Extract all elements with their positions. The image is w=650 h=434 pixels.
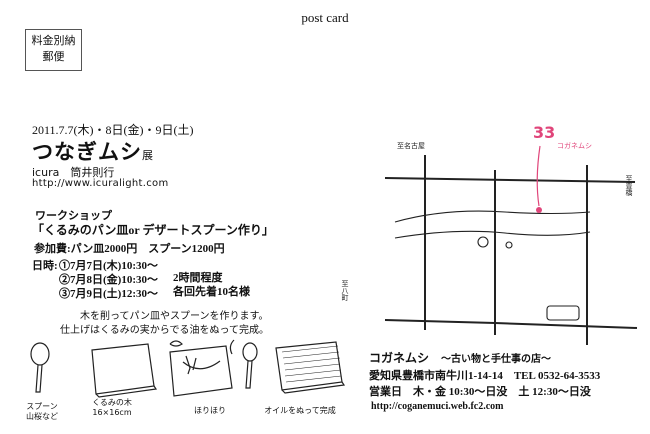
map-shop-marker-icon [536,207,542,213]
schedule-item-3: ③7月9日(土)12:30～ [59,288,158,300]
map-label-left: 至八町 [341,280,349,301]
postage-stamp-box: 料金別納 郵便 [25,29,82,71]
step-3-caption-line-1: ほりほり [194,406,226,415]
map-signal-icon [505,241,513,249]
stamp-line-1: 料金別納 [31,35,76,47]
map-shop-box [546,305,580,321]
schedule-item-2: ②7月8日(金)10:30～ [59,274,158,286]
spoon-icon [30,342,50,393]
step-1-caption-line-1: スプーン [26,402,58,411]
step-caption-4: オイルをぬって完成 [260,406,340,416]
walnut-board-icon [91,343,158,398]
schedule-label: 日時: [32,260,58,272]
shop-name: コガネムシ ～古い物と手仕事の店～ [369,349,551,366]
workshop-illustrations [30,339,346,398]
oiled-board-icon [275,341,346,394]
map-label-right: 至豊橋 [625,175,633,197]
step-caption-1: スプーン 山桜など [22,402,62,422]
shop-address: 愛知県豊橋市南牛川1-14-14 TEL 0532-64-3533 [369,370,601,382]
carving-board-icon [169,340,233,397]
workshop-title: 「くるみのパン皿or デザートスプーン作り」 [32,223,274,237]
workshop-duration: 2時間程度 [173,272,223,284]
postcard-header: post card [301,10,349,25]
map-road-bottom [384,319,638,329]
map-label-north-left: 至名古屋 [397,141,425,150]
map-tree-icon [477,236,489,248]
step-caption-3: ほりほり [188,406,232,416]
map-pointer-arrow [536,145,541,207]
step-caption-2: くるみの木 16×16cm [86,398,138,418]
event-title: つなぎムシ展 [32,136,154,166]
workshop-description-1: 木を削ってパン皿やスプーンを作ります。 [80,311,269,322]
shop-tagline: ～古い物と手仕事の店～ [441,354,552,365]
map-river-bottom [394,230,591,239]
step-1-caption-line-2: 山桜など [26,412,58,421]
schedule-item-1: ①7月7日(木)10:30～ [59,260,158,272]
artist-url: http://www.icuralight.com [32,178,169,189]
workshop-description-2: 仕上げはくるみの実からでる油をぬって完成。 [60,325,269,336]
map-shop-label: コガネムシ [557,141,592,150]
stamp-line-2: 郵便 [42,51,65,63]
event-title-suffix: 展 [142,150,154,162]
spoon-outline-icon [229,339,258,389]
map-road-top [384,177,636,183]
step-4-caption-line-1: オイルをぬって完成 [264,406,336,415]
workshop-fee: 参加費:パン皿2000円 スプーン1200円 [34,243,225,255]
event-dates: 2011.7.7(木)・8日(金)・9日(土) [32,123,194,137]
step-2-caption-line-2: 16×16cm [92,408,132,417]
shop-hours: 営業日 木・金 10:30～日没 土 12:30～日没 [369,386,591,398]
artist-name: icura 筒井則行 [32,166,115,179]
shop-name-main: コガネムシ [369,351,430,365]
step-2-caption-line-1: くるみの木 [92,398,132,407]
workshop-capacity: 各回先着10名様 [173,286,250,298]
map-shop-number: 33 [533,123,555,142]
map-river-top [394,210,591,223]
shop-url: http://coganemuci.web.fc2.com [371,401,504,412]
workshop-label: ワークショップ [35,209,112,222]
shop-map: 至名古屋 至八町 至豊橋 33 コガネムシ [341,123,638,345]
event-title-main: つなぎムシ [32,140,142,164]
